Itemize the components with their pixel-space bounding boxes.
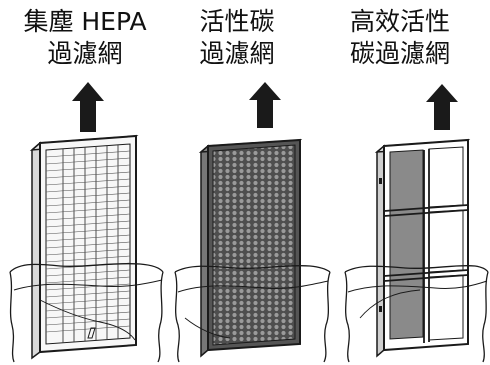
- carbon-filter-label: 活性碳 過濾網: [172, 6, 302, 70]
- carbon-filter-label-line2: 過濾網: [199, 39, 275, 68]
- high-efficiency-carbon-filter-label: 高效活性 碳過濾網: [335, 6, 465, 70]
- hepa-filter-label-line1: 集塵 HEPA: [23, 7, 147, 36]
- hepa-filter-label-line2: 過濾網: [47, 39, 123, 68]
- up-arrow-icon: [249, 82, 281, 128]
- up-arrow-icon: [426, 84, 458, 130]
- high-efficiency-carbon-filter: [344, 84, 489, 363]
- high-efficiency-carbon-filter-label-line2: 碳過濾網: [349, 39, 450, 68]
- hepa-filter-label: 集塵 HEPA 過濾網: [0, 6, 170, 70]
- high-efficiency-carbon-filter-label-line1: 高效活性: [349, 7, 450, 36]
- up-arrow-icon: [72, 82, 104, 132]
- hepa-filter: [9, 82, 164, 363]
- carbon-filter: [174, 82, 331, 363]
- carbon-filter-label-line1: 活性碳: [199, 7, 275, 36]
